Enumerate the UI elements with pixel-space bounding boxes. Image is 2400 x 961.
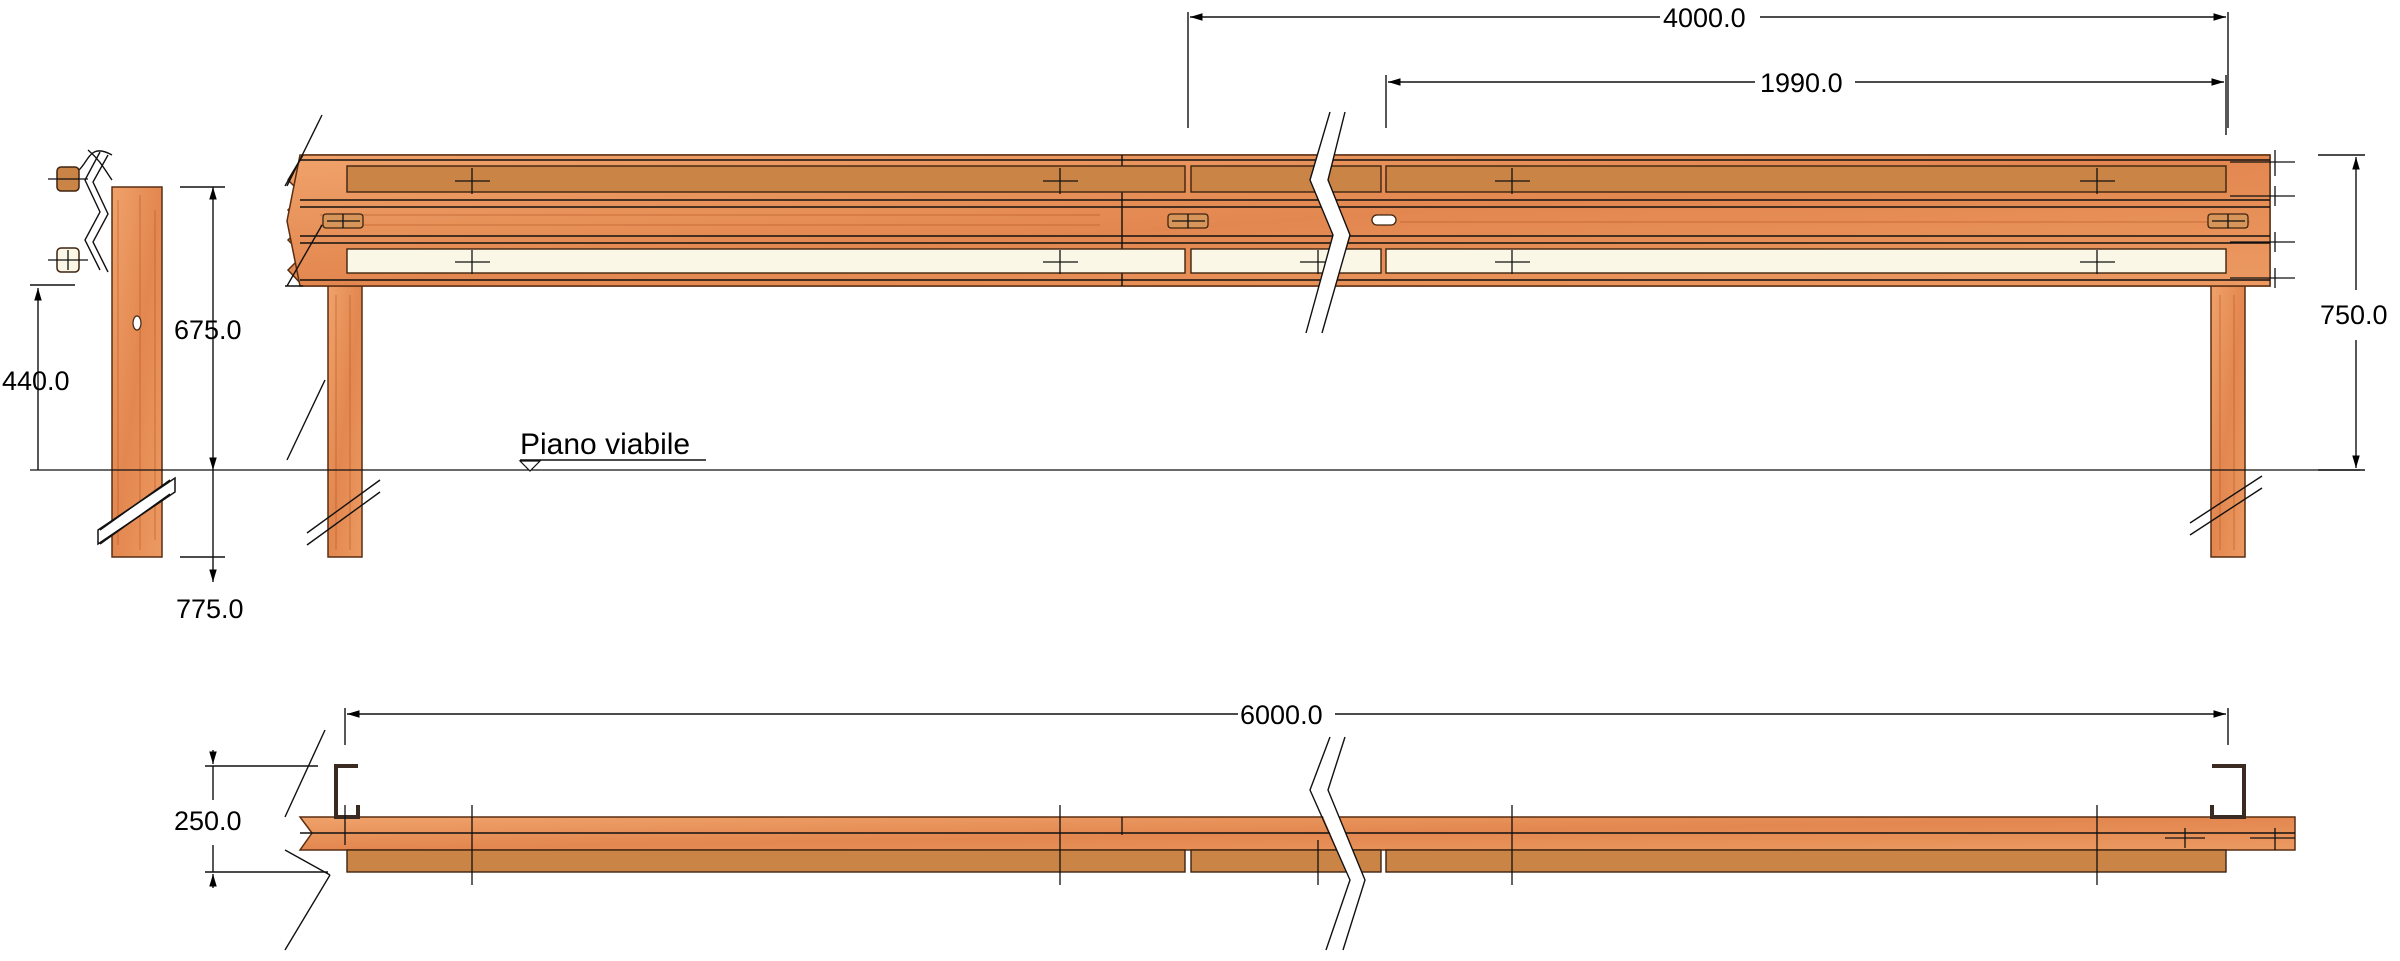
lower-slot-right — [1385, 248, 2227, 274]
steel-profile-right — [2210, 764, 2246, 819]
plan-plank-left — [346, 849, 1186, 873]
dimension-1990: 1990.0 — [1385, 68, 2227, 135]
dim-4000-label: 4000.0 — [1663, 3, 1746, 33]
dim-6000-label: 6000.0 — [1240, 700, 1323, 730]
plan-plank-mid — [1190, 849, 1382, 873]
post-right — [2210, 284, 2246, 558]
lower-slot-left — [346, 248, 1186, 274]
section-bolt-hole — [132, 315, 142, 331]
dimension-post-height: 675.0 — [174, 186, 242, 470]
dim-440-label: 440.0 — [2, 366, 70, 396]
plan-view — [284, 729, 2296, 951]
dimension-6000: 6000.0 — [344, 700, 2229, 745]
plan-plank-right — [1385, 849, 2227, 873]
upper-plank-left — [346, 165, 1186, 193]
bolt-marks — [327, 150, 2295, 288]
dim-1990-label: 1990.0 — [1760, 68, 1843, 98]
dimension-250: 250.0 — [174, 750, 328, 888]
post-left — [327, 284, 363, 558]
dimension-4000: 4000.0 — [1187, 3, 2229, 128]
dim-775-label: 775.0 — [176, 594, 244, 624]
upper-plank-right — [1385, 165, 2227, 193]
dim-750-label: 750.0 — [2320, 300, 2388, 330]
upper-plank-mid — [1190, 165, 1382, 193]
lower-slot-mid — [1190, 248, 1382, 274]
road-level: Piano viabile — [30, 428, 2360, 472]
dim-250-label: 250.0 — [174, 806, 242, 836]
road-level-label: Piano viabile — [520, 428, 690, 461]
dimension-750: 750.0 — [2318, 154, 2388, 471]
steel-profile-left — [334, 764, 360, 819]
elevation-view — [284, 111, 2295, 558]
section-view — [48, 149, 176, 558]
dim-675-label: 675.0 — [174, 315, 242, 345]
dimension-rail-height: 440.0 — [2, 284, 75, 470]
dimension-post-embed: 775.0 — [176, 470, 244, 624]
slot-hole — [1371, 214, 1397, 226]
